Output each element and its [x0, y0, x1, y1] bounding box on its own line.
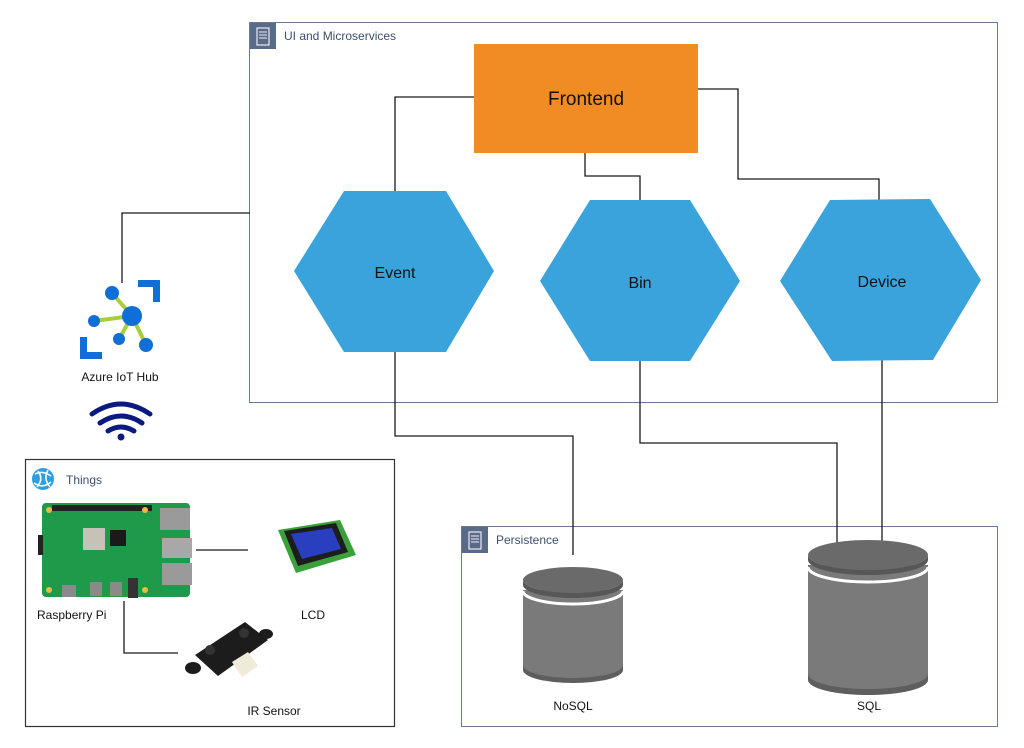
lcd-image	[278, 520, 356, 573]
bin-service-node[interactable]: Bin	[540, 200, 740, 361]
ir-sensor-label: IR Sensor	[247, 704, 300, 718]
event-service-node[interactable]: Event	[294, 191, 494, 352]
server-rack-icon	[462, 527, 488, 553]
edge-frontend-bin	[584, 152, 641, 201]
azure-iot-hub-label: Azure IoT Hub	[81, 370, 158, 384]
frontend-label: Frontend	[548, 89, 624, 110]
lcd-node[interactable]: LCD	[278, 520, 356, 622]
wifi-icon	[89, 401, 153, 441]
bin-hexagon[interactable]	[540, 200, 740, 361]
edge-frontend-device	[697, 88, 880, 200]
raspberry-pi-image	[38, 503, 192, 598]
database-cylinder-icon	[521, 567, 625, 683]
frontend-node[interactable]: Frontend	[474, 44, 698, 153]
lcd-label: LCD	[301, 608, 325, 622]
raspberry-pi-node[interactable]: Raspberry Pi	[37, 503, 192, 622]
device-service-node[interactable]: Device	[780, 199, 981, 361]
database-cylinder-icon	[806, 540, 930, 695]
edge-bin-sql	[639, 361, 838, 548]
ir-sensor-image	[185, 622, 273, 677]
edge-pi-ir	[123, 601, 178, 654]
edge-event-nosql	[394, 352, 574, 555]
server-rack-icon	[250, 23, 276, 49]
iot-globe-icon	[32, 468, 54, 490]
group-title-things: Things	[66, 473, 102, 487]
group-title-persistence: Persistence	[496, 533, 559, 547]
device-label: Device	[858, 274, 907, 291]
frontend-box[interactable]	[474, 44, 698, 153]
azure-iot-hub-icon	[80, 280, 160, 359]
nosql-database-node[interactable]: NoSQL	[521, 567, 625, 713]
device-hexagon[interactable]	[780, 199, 981, 361]
group-title-ui-microservices: UI and Microservices	[284, 29, 396, 43]
raspberry-pi-label: Raspberry Pi	[37, 608, 106, 622]
sql-label: SQL	[857, 699, 881, 713]
connectors	[121, 88, 883, 654]
bin-label: Bin	[628, 275, 651, 292]
event-hexagon[interactable]	[294, 191, 494, 352]
edge-iothub-microservices	[121, 212, 250, 283]
event-label: Event	[375, 265, 416, 282]
azure-iot-hub-node[interactable]: Azure IoT Hub	[80, 280, 160, 384]
nosql-label: NoSQL	[553, 699, 593, 713]
edge-frontend-event	[394, 96, 474, 192]
ir-sensor-node[interactable]: IR Sensor	[185, 622, 301, 718]
sql-database-node[interactable]: SQL	[806, 540, 930, 713]
